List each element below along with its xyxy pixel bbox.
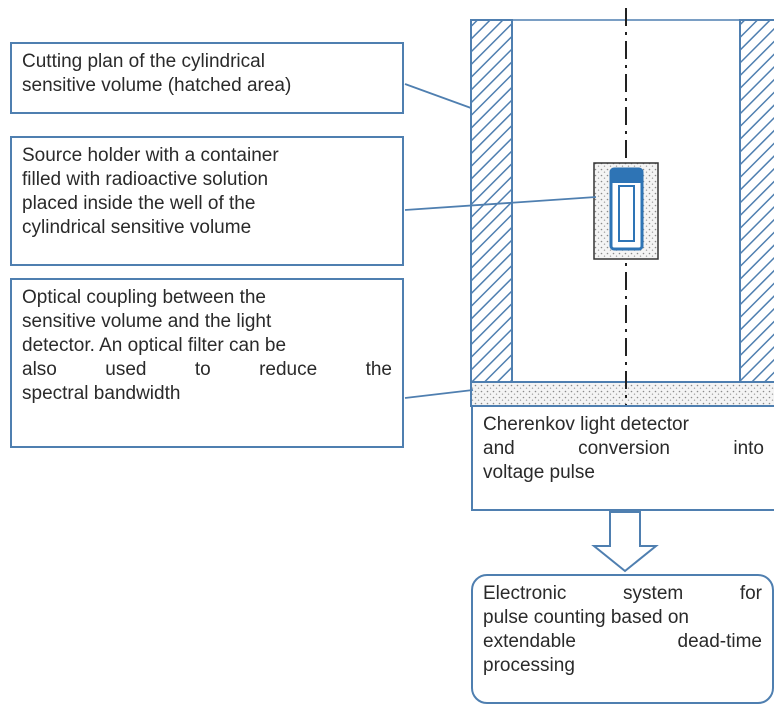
optical-coupling-line-3: detector. An optical filter can be xyxy=(22,335,287,356)
source-holder-line-2: filled with radioactive solution xyxy=(22,169,269,190)
cutting-plan-line-2: sensitive volume (hatched area) xyxy=(22,75,292,96)
optical-coupling-callout: Optical coupling between the sensitive v… xyxy=(10,278,404,448)
electronic-system-callout: Electronic system for pulse counting bas… xyxy=(471,574,774,704)
light-detector-line-3: voltage pulse xyxy=(483,462,595,483)
optical-coupling-line-4: also used to reduce the xyxy=(22,359,392,380)
electronic-system-line-4: processing xyxy=(483,655,575,676)
source-holder-line-1: Source holder with a container xyxy=(22,145,279,166)
source-holder-line-3: placed inside the well of the xyxy=(22,193,256,214)
right-hatched-wall xyxy=(739,19,774,383)
optical-coupling-line-5: spectral bandwidth xyxy=(22,383,181,404)
light-detector-callout: Cherenkov light detector and conversion … xyxy=(471,405,774,511)
optical-coupling-line-1: Optical coupling between the xyxy=(22,287,266,308)
down-arrow xyxy=(591,511,659,573)
electronic-system-line-2: pulse counting based on xyxy=(483,607,689,628)
optical-coupling-leader xyxy=(404,389,474,399)
source-holder-leader xyxy=(404,196,597,211)
container-inner xyxy=(618,185,635,242)
electronic-system-line-1: Electronic system for xyxy=(483,583,762,604)
source-holder-line-4: cylindrical sensitive volume xyxy=(22,217,252,238)
source-holder-callout: Source holder with a container filled wi… xyxy=(10,136,404,266)
cutting-plan-callout: Cutting plan of the cylindrical sensitiv… xyxy=(10,42,404,114)
left-hatched-wall xyxy=(470,19,513,383)
light-detector-line-2: and conversion into xyxy=(483,438,764,459)
optical-coupling-line-2: sensitive volume and the light xyxy=(22,311,272,332)
cutting-plan-line-1: Cutting plan of the cylindrical xyxy=(22,51,265,72)
cutting-plan-leader xyxy=(404,83,472,109)
electronic-system-line-3: extendable dead-time xyxy=(483,631,762,652)
light-detector-line-1: Cherenkov light detector xyxy=(483,414,689,435)
optical-coupling-layer xyxy=(470,381,774,407)
container-cap xyxy=(611,169,642,183)
